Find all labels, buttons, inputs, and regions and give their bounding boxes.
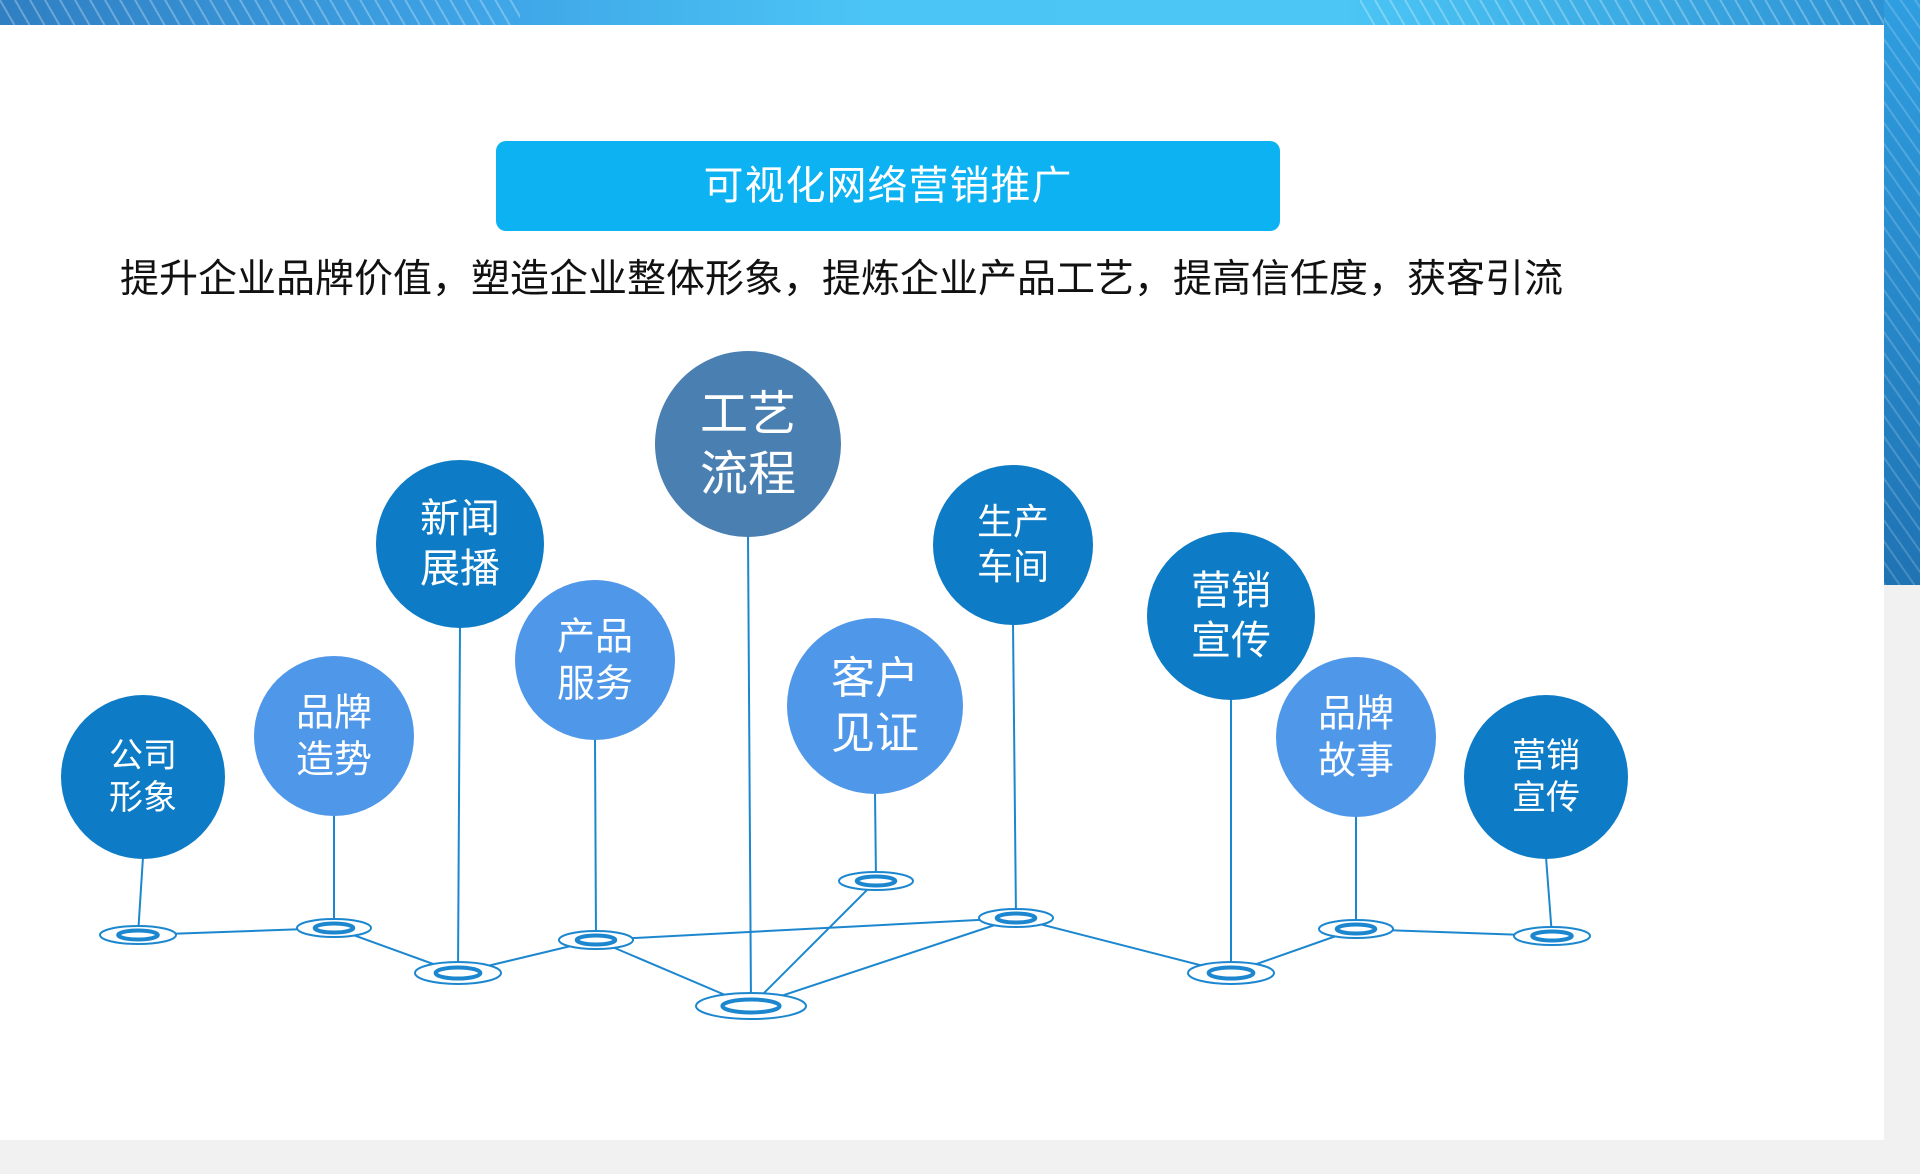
node-label-line2: 见证 <box>831 708 919 759</box>
stems-layer <box>137 534 1553 1007</box>
node-circle <box>787 618 963 794</box>
node-circle <box>1147 532 1315 700</box>
hub-ring <box>99 925 177 945</box>
node-circle <box>61 695 225 859</box>
hub-ring <box>978 908 1054 928</box>
node-stem <box>594 737 597 941</box>
title-banner: 可视化网络营销推广 <box>496 141 1280 231</box>
node-circle <box>933 465 1093 625</box>
hub-ring <box>558 930 634 950</box>
hub-ring <box>1513 926 1591 946</box>
node-label-line2: 流程 <box>700 446 796 502</box>
hub-ring <box>695 992 807 1020</box>
node-label-line1: 工艺 <box>700 386 796 442</box>
network-link <box>750 917 1017 1007</box>
node-circle <box>376 460 544 628</box>
header-banner <box>0 0 1920 28</box>
node-label-line1: 新闻 <box>420 496 500 542</box>
node-label-line2: 车间 <box>977 547 1049 588</box>
header-pattern-left <box>0 0 520 28</box>
hub-ring <box>1318 919 1394 939</box>
hub-ring <box>1187 961 1275 985</box>
node-label-line1: 公司 <box>109 736 177 776</box>
node-label-line2: 造势 <box>296 738 372 782</box>
node-circle <box>655 351 841 537</box>
node-label-line1: 品牌 <box>1318 691 1394 735</box>
node-label-line2: 服务 <box>557 662 633 706</box>
node-label-line1: 营销 <box>1191 568 1271 614</box>
network-link <box>750 880 877 1007</box>
node-label-line1: 品牌 <box>296 690 372 734</box>
network-link <box>1015 917 1232 974</box>
node-circle <box>1276 657 1436 817</box>
node-circle <box>254 656 414 816</box>
side-decoration <box>1884 0 1920 585</box>
node-label-line1: 生产 <box>977 502 1049 543</box>
network-link <box>595 917 1017 941</box>
node-label-line2: 宣传 <box>1512 778 1580 818</box>
node-label-line2: 展播 <box>420 546 500 592</box>
hubs-layer <box>99 871 1591 1020</box>
hub-ring <box>838 871 914 891</box>
node-stem <box>874 791 877 882</box>
hub-ring <box>414 961 502 985</box>
nodes-layer: 公司形象品牌造势新闻展播产品服务工艺流程客户见证生产车间营销宣传品牌故事营销宣传 <box>61 351 1628 859</box>
node-stem <box>137 856 144 936</box>
node-label-line2: 宣传 <box>1191 618 1271 664</box>
subtitle-text: 提升企业品牌价值，塑造企业整体形象，提炼企业产品工艺，提高信任度，获客引流 <box>120 257 1564 302</box>
node-label-line2: 形象 <box>109 778 177 818</box>
node-stem <box>1545 856 1553 937</box>
node-stem <box>747 534 752 1007</box>
hub-ring <box>296 918 372 938</box>
node-label-line1: 产品 <box>557 614 633 658</box>
links-layer <box>137 880 1553 1007</box>
node-label-line1: 客户 <box>831 653 919 704</box>
node-circle <box>1464 695 1628 859</box>
node-label-line1: 营销 <box>1512 736 1580 776</box>
header-pattern-right <box>1360 0 1920 28</box>
node-stem <box>1012 622 1017 919</box>
node-circle <box>515 580 675 740</box>
node-stem <box>457 625 461 974</box>
node-label-line2: 故事 <box>1318 739 1394 783</box>
